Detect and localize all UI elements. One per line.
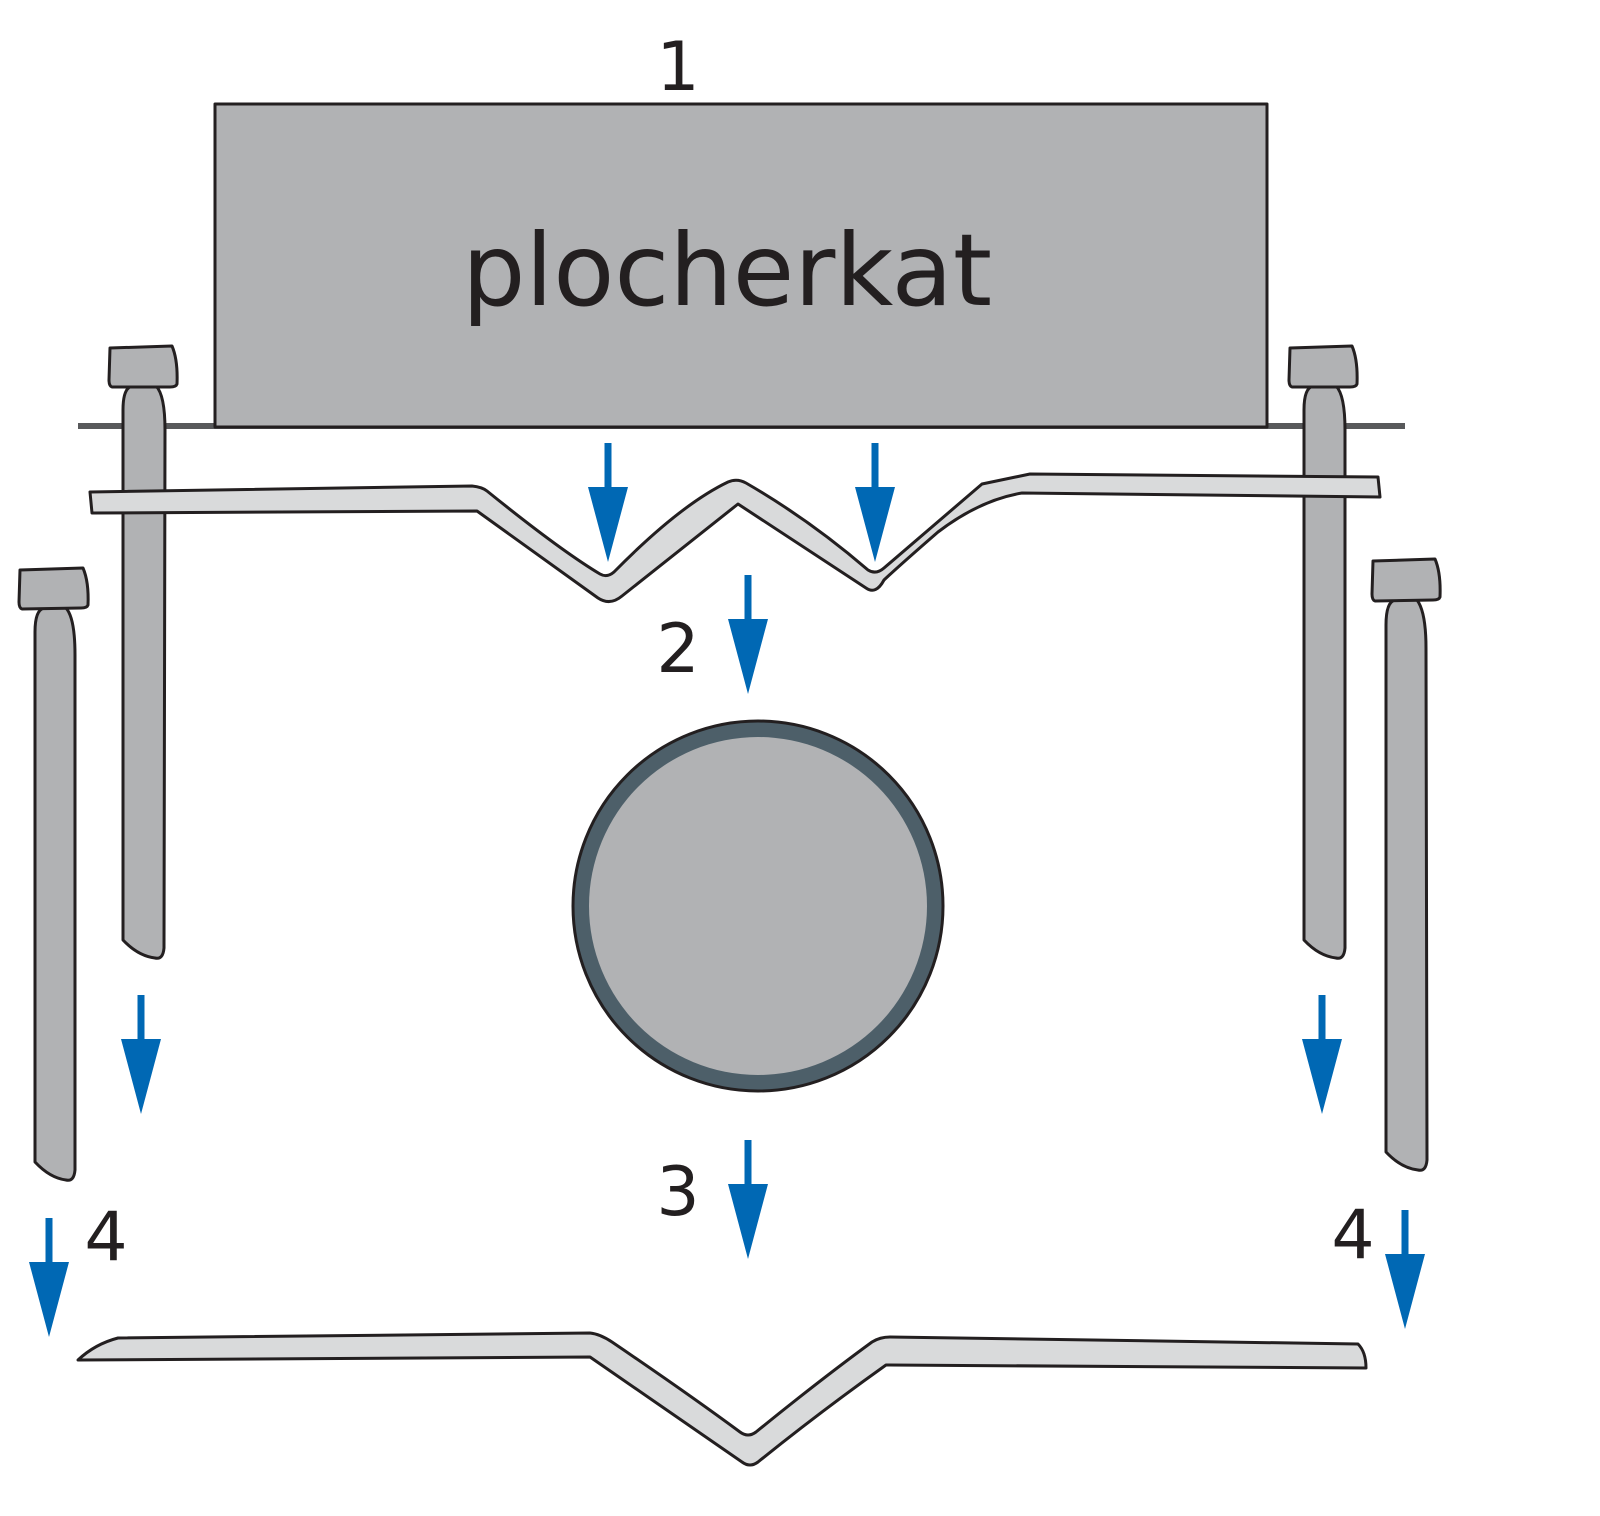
arrow-down-icon [29,1218,69,1337]
step-4-left-label: 4 [84,1198,127,1277]
step-1-label: 1 [656,28,699,107]
wave-strip-lower [76,1331,1368,1467]
arrow-down-icon [728,575,768,694]
arrow-down-icon [1302,995,1342,1114]
nail-inner-left [107,344,179,960]
block-label: plocherkat [462,212,992,329]
nail-outer-left [17,566,90,1182]
arrow-down-icon [588,443,628,562]
nail-inner-right [1287,344,1359,960]
step-3-label: 3 [656,1153,699,1232]
nail-outer-right [1370,557,1442,1172]
wave-strip-upper [88,472,1382,603]
arrow-down-icon [855,443,895,562]
step-4-right-label: 4 [1331,1196,1374,1275]
arrow-down-icon [728,1140,768,1259]
arrow-down-icon [121,995,161,1114]
pipe [571,719,945,1093]
arrow-down-icon [1385,1210,1425,1329]
plocherkat-block [213,102,1269,429]
step-2-label: 2 [656,610,699,689]
